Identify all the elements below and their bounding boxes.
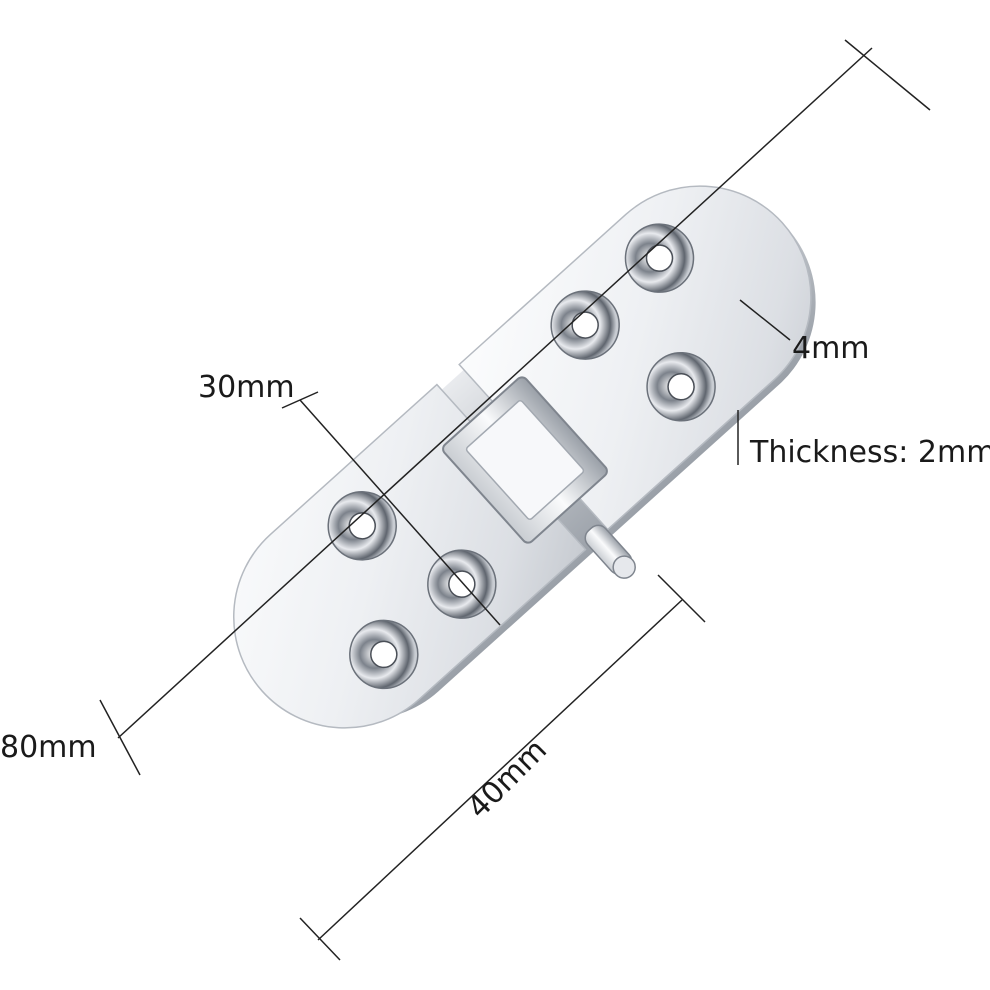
length-dimension-line [117, 47, 873, 739]
screw-hole [624, 223, 695, 293]
screw-hole [550, 290, 620, 360]
screw-hole [646, 352, 716, 422]
thickness-label: Thickness: 2mm [749, 435, 990, 470]
width-label: 40mm [461, 733, 554, 826]
hole-label: 4mm [792, 331, 870, 366]
length-label: 80mm [0, 730, 97, 765]
screw-hole [349, 619, 419, 690]
hole-dimension-line [739, 299, 791, 341]
leaf-dimension-line [299, 399, 501, 626]
dimension-lines [99, 39, 931, 961]
hinge-body [232, 185, 816, 729]
leaf-width-label: 30mm [198, 370, 295, 405]
width-dimension-line [317, 599, 683, 941]
screw-hole [327, 491, 397, 561]
